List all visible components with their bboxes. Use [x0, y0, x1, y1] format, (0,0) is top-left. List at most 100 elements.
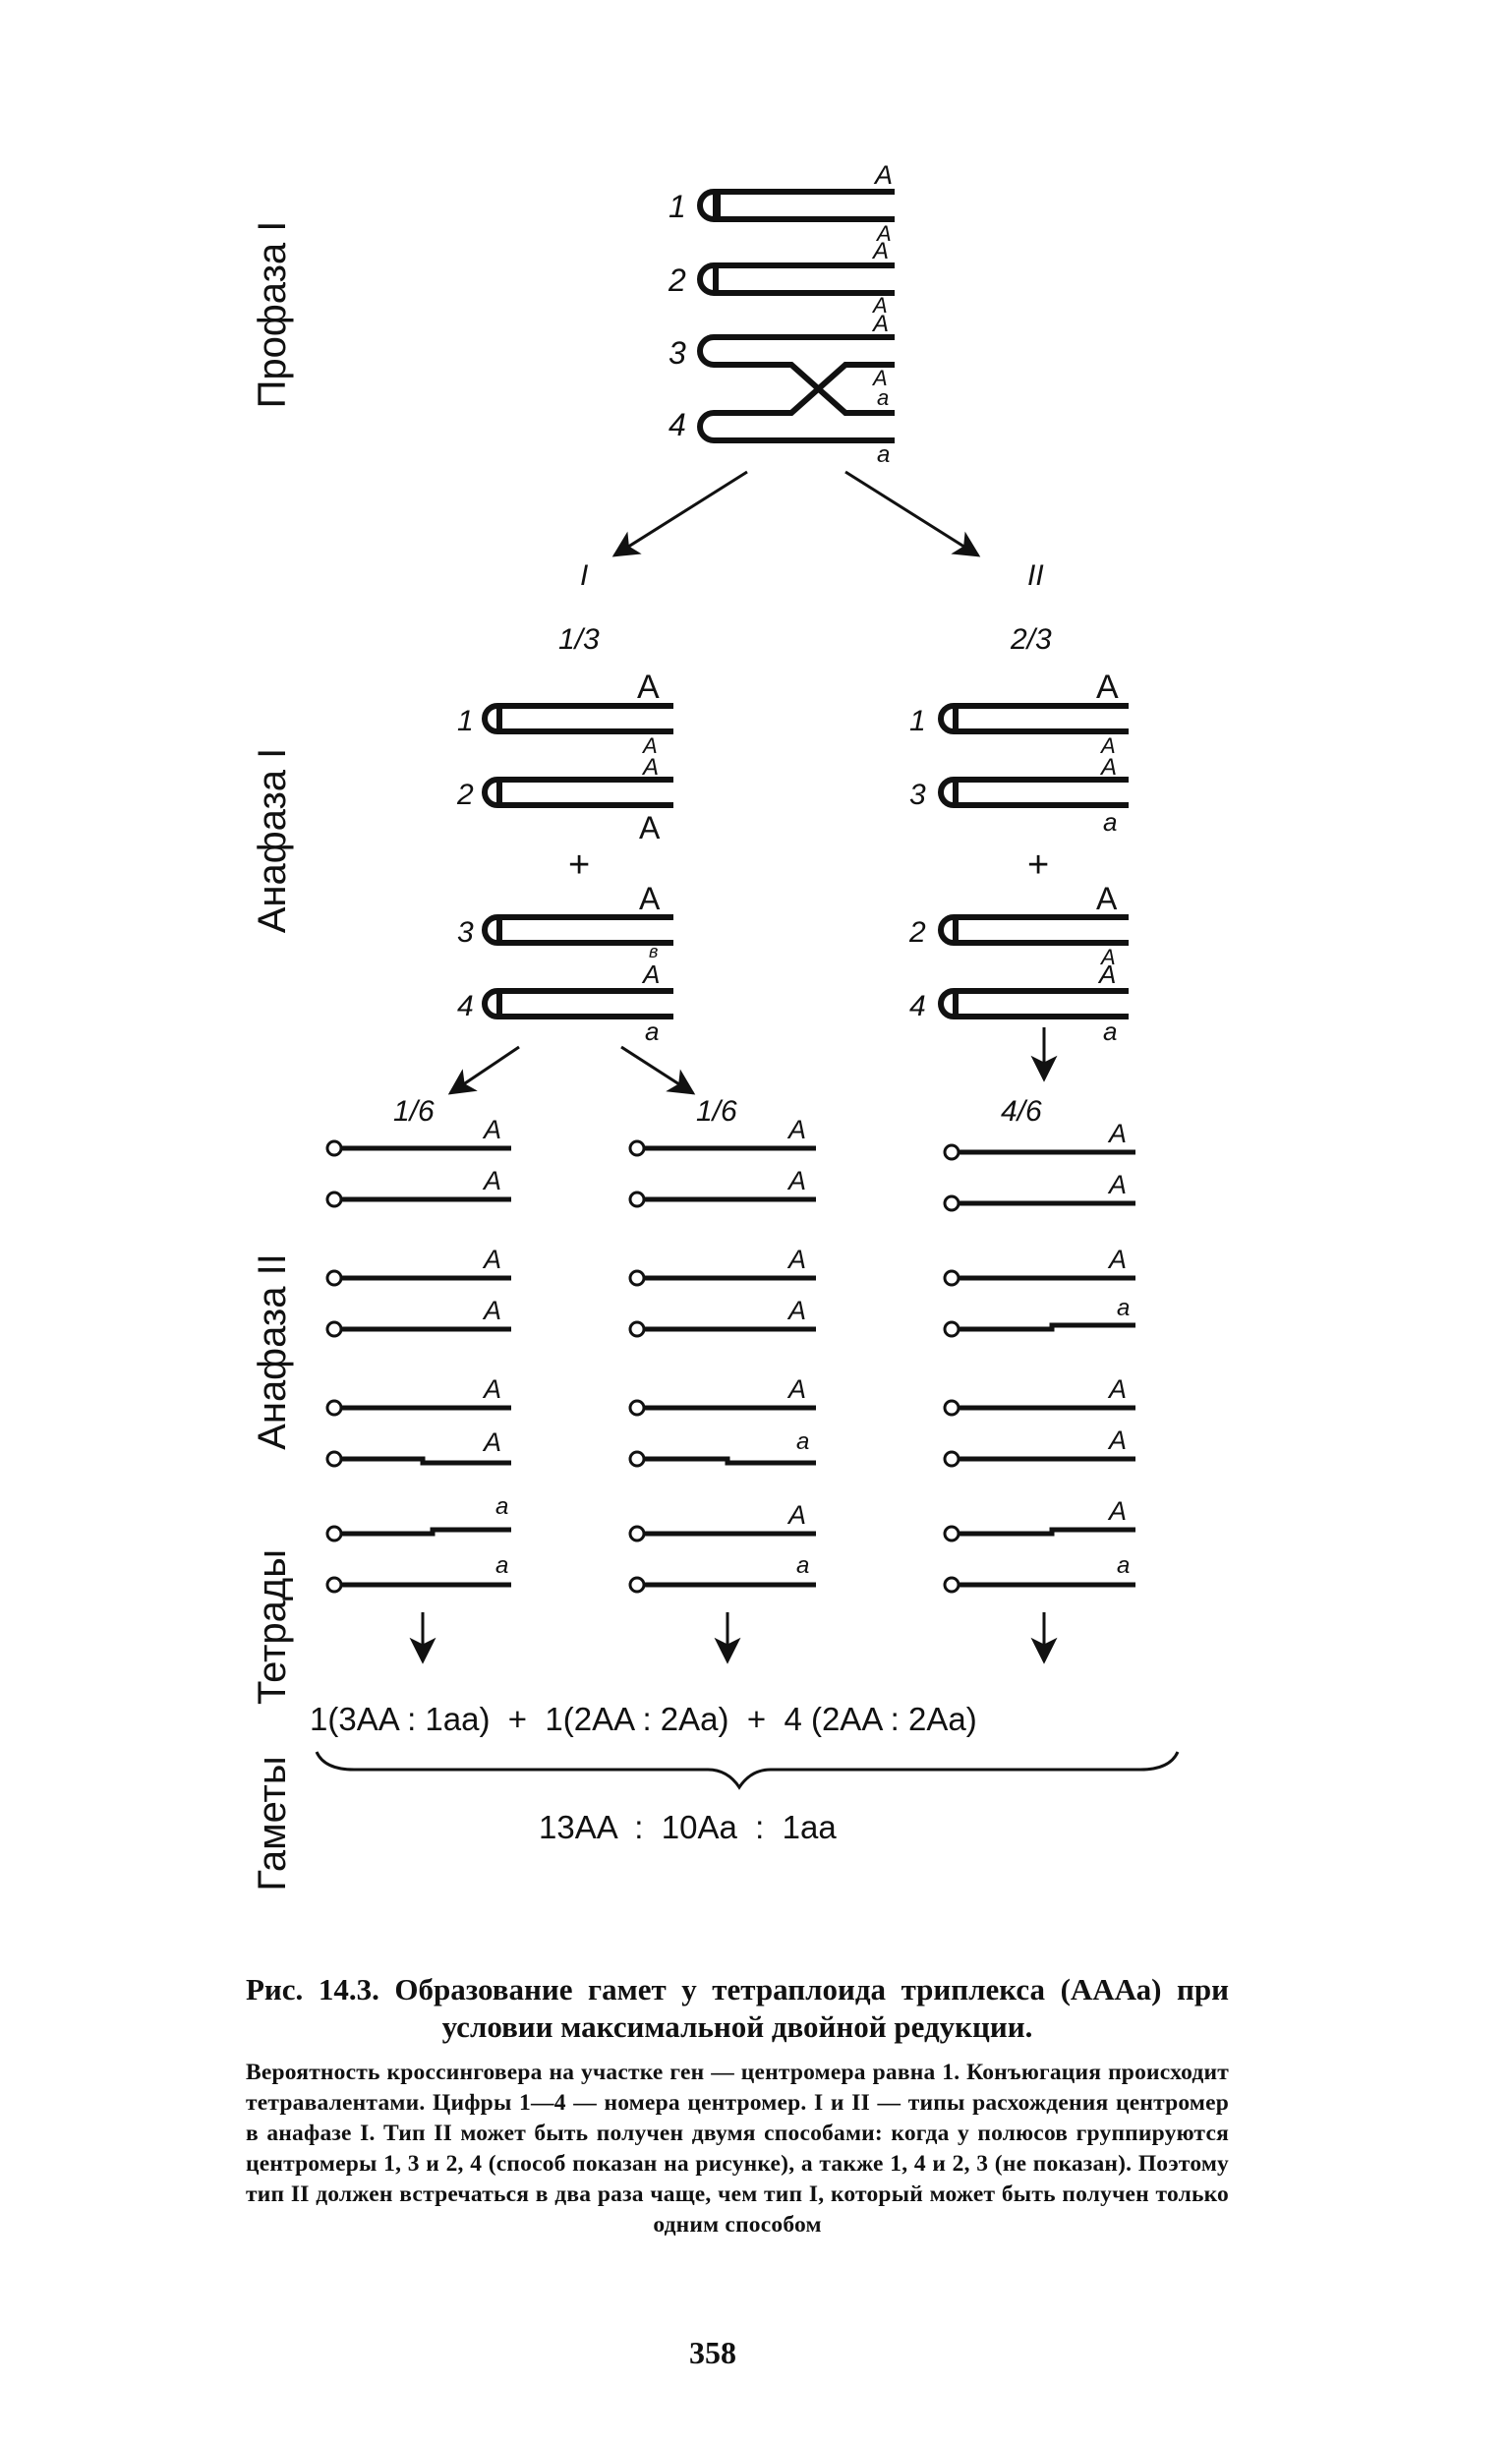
allele-label: A — [1107, 1425, 1127, 1455]
allele-label: A — [786, 1500, 806, 1530]
summary-brace — [315, 1751, 1180, 1790]
allele-label: a — [1117, 1552, 1130, 1579]
type-II-fraction: 2/3 — [1010, 623, 1052, 656]
allele-label: A — [1096, 881, 1118, 916]
plus-sign: + — [568, 844, 590, 886]
allele-label: A — [641, 754, 659, 781]
chromatid-pair: A A — [628, 1245, 816, 1338]
chromatid-pair: A a — [628, 1374, 816, 1468]
allele-label: A — [1107, 1119, 1127, 1148]
centromere-number: 2 — [456, 779, 474, 811]
allele-label: a — [495, 1552, 508, 1579]
allele-label: A — [639, 881, 661, 916]
anaphase1-type-II: 1 A A 3 A a + 2 A A 4 A a — [908, 669, 1129, 1046]
chromosome — [938, 988, 1129, 1019]
chromosome-4 — [697, 362, 895, 443]
allele-label: A — [482, 1296, 501, 1325]
meiosis-diagram: Профаза I Анафаза I Анафаза II Тетрады Г… — [251, 160, 1180, 1891]
allele-label: A — [637, 669, 660, 706]
allele-label: A — [1107, 1245, 1127, 1274]
prophase-tetravalent: 1 A A 2 A A 3 A A 4 a a — [668, 160, 895, 468]
column-fraction: 4/6 — [1001, 1095, 1042, 1128]
allele-label: A — [482, 1245, 501, 1274]
figure-caption: Рис. 14.3. Образование гамет у тетраплои… — [246, 1971, 1229, 2240]
chromosome — [482, 988, 673, 1019]
allele-label: в — [649, 942, 658, 961]
caption-title: Рис. 14.3. Образование гамет у тетраплои… — [246, 1972, 1229, 2044]
arrow-to-type-II — [844, 470, 981, 557]
chromosome-2 — [697, 262, 895, 296]
centromere-number: 2 — [908, 916, 926, 949]
allele-label: A — [482, 1374, 501, 1404]
allele-label: A — [1107, 1496, 1127, 1526]
centromere-number: 1 — [669, 189, 686, 224]
allele-label: A — [1096, 669, 1119, 706]
chromatid-pair: A A — [325, 1245, 511, 1338]
allele-label: A — [1107, 1374, 1127, 1404]
chromatid-pair: A A — [325, 1115, 511, 1208]
chromatid-pair: A a — [628, 1500, 816, 1594]
allele-label: A — [875, 221, 892, 246]
allele-label: A — [1097, 960, 1116, 989]
allele-label: A — [1107, 1170, 1127, 1199]
phase-label-anaphase2: Анафаза II — [251, 1253, 294, 1450]
chromosome — [938, 703, 1129, 734]
type-II-label: II — [1027, 559, 1044, 592]
centromere-number: 3 — [909, 779, 926, 811]
allele-label: A — [641, 733, 658, 758]
column-fraction: 1/6 — [393, 1095, 435, 1128]
chromatid-pair: A a — [943, 1245, 1135, 1338]
allele-label: a — [877, 441, 890, 468]
chromatid-pair: A A — [943, 1119, 1135, 1212]
chromosome — [938, 914, 1129, 946]
chromatid-pair: A a — [943, 1496, 1135, 1594]
centromere-number: 1 — [909, 705, 926, 737]
chromosome-1 — [697, 189, 895, 222]
phase-label-tetrads: Тетрады — [251, 1549, 294, 1705]
centromere-number: 3 — [669, 335, 686, 371]
centromere-number: 4 — [457, 990, 474, 1022]
phase-label-prophase: Профаза I — [251, 221, 294, 409]
type-I-fraction: 1/3 — [558, 623, 600, 656]
chromatid-pair: A A — [325, 1374, 511, 1468]
type-I-label: I — [580, 559, 588, 592]
allele-label: a — [796, 1428, 809, 1455]
allele-label: a — [1103, 807, 1117, 837]
gametes-formula: 13AA : 10Aa : 1aa — [539, 1809, 837, 1845]
allele-label: A — [786, 1245, 806, 1274]
centromere-number: 4 — [909, 990, 926, 1022]
chromatid-pair: A A — [943, 1374, 1135, 1468]
anaphase1-type-I: 1 A A 2 A A + 3 A в 4 A a — [456, 669, 673, 1046]
allele-label: a — [1117, 1295, 1130, 1321]
allele-label: A — [786, 1115, 806, 1144]
chromosome — [482, 914, 673, 946]
allele-label: A — [871, 238, 889, 264]
allele-label: A — [1099, 945, 1116, 969]
anaphase2-gametes: 1/6 A A A A A A a a 1/6 — [325, 1095, 1135, 1594]
allele-label: A — [1099, 754, 1117, 781]
allele-label: A — [639, 810, 661, 845]
caption-body: Вероятность кроссинговера на участке ген… — [246, 2060, 1229, 2238]
arrow-to-column-1 — [447, 1045, 520, 1095]
page-number: 358 — [689, 2335, 736, 2370]
allele-label: A — [873, 160, 893, 190]
allele-label: A — [871, 293, 888, 318]
allele-label: A — [786, 1296, 806, 1325]
allele-label: A — [482, 1427, 501, 1457]
chromosome — [938, 777, 1129, 808]
phase-label-anaphase1: Анафаза I — [251, 748, 294, 934]
allele-label: A — [641, 960, 660, 989]
column-fraction: 1/6 — [696, 1095, 737, 1128]
chromosome — [482, 703, 673, 734]
allele-label: A — [1099, 733, 1116, 758]
chromosome-3 — [697, 334, 895, 416]
plus-sign: + — [1027, 844, 1049, 886]
chromatid-pair: a a — [325, 1493, 511, 1594]
chromatid-pair: A A — [628, 1115, 816, 1208]
centromere-number: 3 — [457, 916, 474, 949]
phase-label-gametes: Гаметы — [251, 1756, 294, 1890]
allele-label: a — [495, 1493, 508, 1520]
allele-label: a — [1103, 1017, 1117, 1046]
allele-label: A — [786, 1374, 806, 1404]
centromere-number: 1 — [457, 705, 474, 737]
